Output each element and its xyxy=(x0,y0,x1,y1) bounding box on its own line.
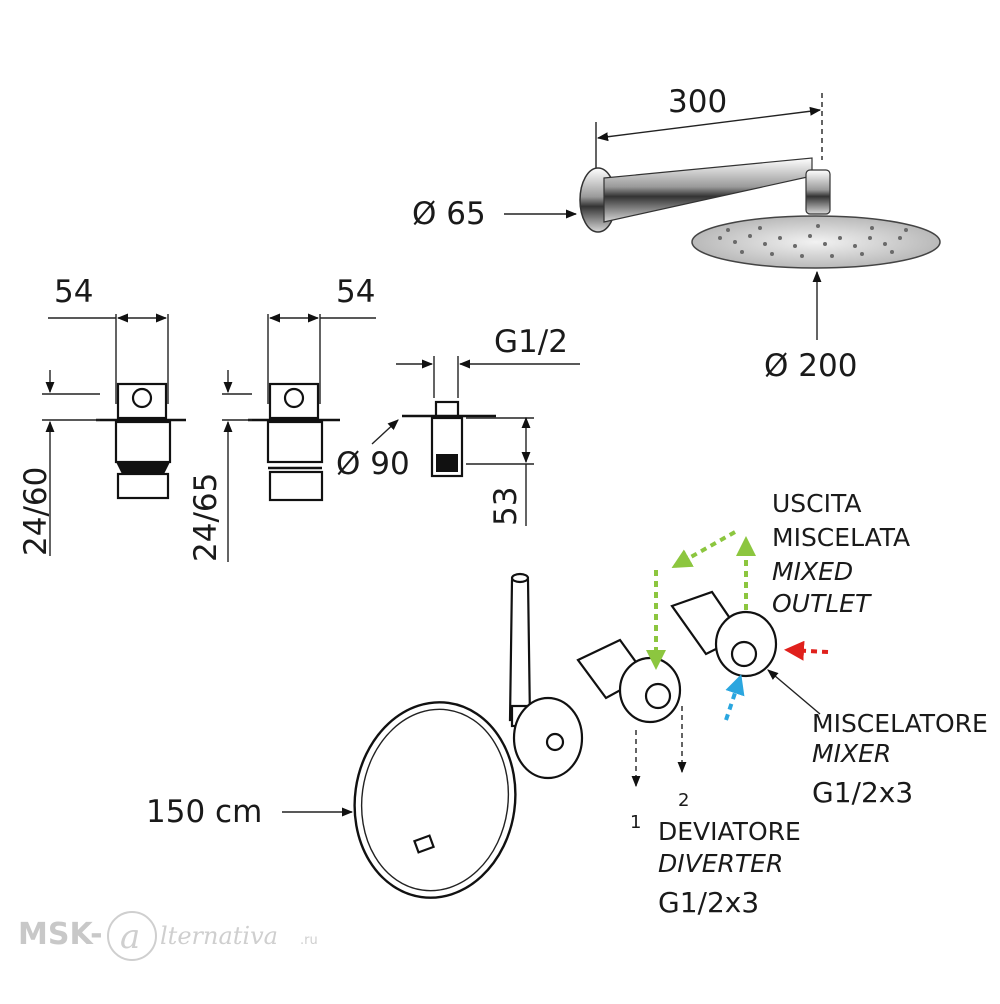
outlet-nozzle xyxy=(436,454,458,472)
diverter-label-en: DIVERTER xyxy=(658,849,783,878)
mixer-labels: MISCELATORE MIXER G1/2x3 xyxy=(812,709,988,809)
shower-arm xyxy=(603,157,813,223)
hose-inner xyxy=(360,708,510,892)
mixer-3d xyxy=(646,530,829,721)
mixed-outlet-arrow-diag xyxy=(671,530,736,568)
mixer-side-view: 54 24/60 xyxy=(18,274,186,556)
mixer-band xyxy=(116,462,170,474)
mixed-outlet-en-line1: MIXED xyxy=(772,557,853,586)
watermark-at-glyph: a xyxy=(120,917,140,957)
thread-label: G1/2 xyxy=(494,324,568,360)
hot-inlet-arrow xyxy=(784,640,829,661)
shower-head xyxy=(691,215,941,269)
diverter-outlet-2-label: 2 xyxy=(678,790,689,811)
diverter-3d: 1 2 xyxy=(576,638,689,833)
plate-diameter-label: Ø 90 xyxy=(336,446,410,482)
diverter-labels: DEVIATORE DIVERTER G1/2x3 xyxy=(658,817,801,919)
diverter-thread-label: G1/2x3 xyxy=(658,886,759,919)
mixer-3d-stem xyxy=(730,640,758,668)
mixed-outlet-it-line1: USCITA xyxy=(772,489,861,518)
mixer-width-label: 54 xyxy=(54,274,93,310)
diverter-depth-label: 24/65 xyxy=(188,473,224,562)
hand-shower-group: 150 cm xyxy=(146,572,584,899)
mixed-outlet-it-line2: MISCELATA xyxy=(772,523,910,552)
hose-nut xyxy=(413,834,435,854)
mixed-outlet-labels: USCITA MISCELATA MIXED OUTLET xyxy=(772,489,910,618)
mixer-label-en: MIXER xyxy=(812,739,891,768)
arm-connector xyxy=(805,169,831,215)
mixer-body xyxy=(114,420,172,464)
diverter-outlet-1-label: 1 xyxy=(630,812,641,833)
hand-shower-top xyxy=(510,572,530,584)
mixer-leader-arrow xyxy=(767,669,821,715)
mixer-depth-label: 24/60 xyxy=(18,467,54,556)
mixer-handle-knob xyxy=(131,387,153,409)
watermark-at-logo-icon xyxy=(107,911,157,961)
outlet-side-view: G1/2 Ø 90 53 xyxy=(336,324,580,526)
hand-shower-handle xyxy=(508,574,532,722)
hose-length-label: 150 cm xyxy=(146,794,262,830)
mixed-outlet-en-line2: OUTLET xyxy=(772,589,872,618)
arm-length-dimension-line xyxy=(596,106,822,142)
arm-diameter-label: Ø 65 xyxy=(412,196,486,232)
diverter-side-view: 54 24/65 xyxy=(188,274,376,562)
watermark-right: lternativa xyxy=(160,922,278,950)
watermark: MSK- a lternativa .ru xyxy=(18,911,318,961)
wall-outlet-connector xyxy=(545,732,565,752)
watermark-suffix: .ru xyxy=(300,933,318,948)
diverter-3d-stem xyxy=(644,682,672,710)
hose-outer xyxy=(353,701,517,899)
watermark-left: MSK- xyxy=(18,917,103,952)
diverter-cartridge xyxy=(268,470,324,502)
arm-length-label: 300 xyxy=(668,84,727,120)
head-diameter-label: Ø 200 xyxy=(764,348,857,384)
shower-head-nozzles xyxy=(718,224,908,258)
mixer-thread-label: G1/2x3 xyxy=(812,776,913,809)
mixer-cartridge xyxy=(116,472,170,500)
outlet-depth-label: 53 xyxy=(488,487,524,526)
cold-inlet-arrow xyxy=(724,674,745,721)
shower-arm-group: 300 Ø 65 Ø 200 xyxy=(412,84,941,384)
diverter-width-label: 54 xyxy=(336,274,375,310)
plate-diameter-arrow xyxy=(371,419,399,445)
diverter-handle-knob xyxy=(283,387,305,409)
diverter-body xyxy=(266,420,324,464)
diverter-label-it: DEVIATORE xyxy=(658,817,801,846)
mixer-label-it: MISCELATORE xyxy=(812,709,988,738)
